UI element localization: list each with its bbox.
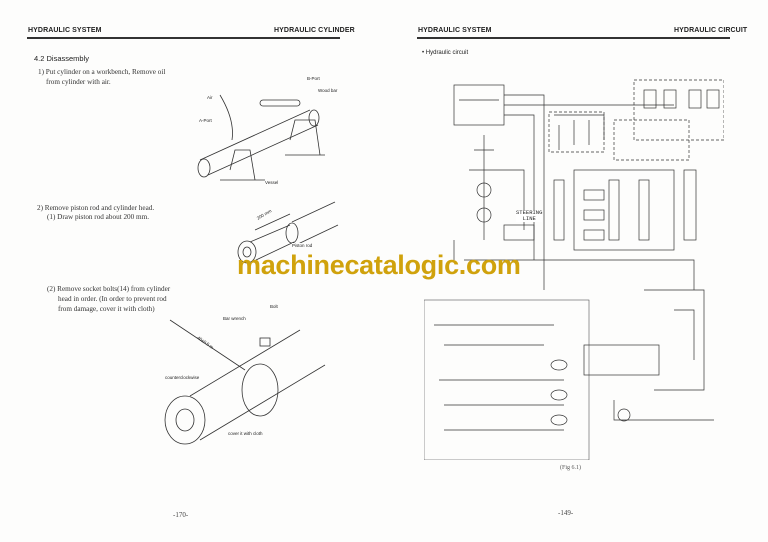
piston-rod-label: Piston rod [292, 243, 313, 248]
section-title: 4.2 Disassembly [34, 54, 90, 63]
step-2-2-line: (2) Remove socket bolts(14) from cylinde… [47, 285, 171, 293]
step-1: 1) Put cylinder on a workbench, Remove o… [38, 67, 165, 87]
page-number: -149- [558, 509, 574, 517]
step-2-2: (2) Remove socket bolts(14) from cylinde… [47, 284, 170, 314]
a-port-label: A-Port [199, 118, 212, 123]
vessel-label: Vessel [265, 180, 279, 185]
piston-rod-figure [237, 201, 339, 264]
steering-line-label: STEERING LINE [516, 209, 543, 222]
figure-caption: (Fig 6.1) [560, 465, 581, 471]
step-2: 2) Remove piston rod and cylinder head. [37, 204, 155, 212]
step-1-line: from cylinder with air. [46, 78, 111, 86]
step-2-2-line: head in order. (In order to prevent rod [58, 295, 167, 303]
counterclockwise-label: counterclockwise [165, 375, 200, 380]
bolt-label: Bolt [270, 304, 278, 309]
header-right: HYDRAULIC CYLINDER [274, 27, 355, 34]
watermark: machinecatalogic.com [237, 250, 521, 280]
socket-bolt-removal-figure [164, 319, 326, 445]
right-page: HYDRAULIC SYSTEM HYDRAULIC CIRCUIT • Hyd… [384, 0, 768, 542]
header-right: HYDRAULIC CIRCUIT [674, 27, 748, 34]
steering-line-text: LINE [522, 215, 536, 222]
steering-line-text: STEERING [516, 209, 543, 216]
left-page: HYDRAULIC SYSTEM HYDRAULIC CYLINDER 4.2 … [27, 27, 355, 519]
header-rule [417, 37, 730, 39]
step-2-1: (1) Draw piston rod about 200 mm. [47, 213, 150, 221]
wood-bar-label: Wood bar [318, 88, 338, 93]
hydraulic-circuit-diagram [424, 79, 724, 460]
section-title: • Hydraulic circuit [422, 50, 469, 56]
header-left: HYDRAULIC SYSTEM [418, 27, 492, 34]
air-label: Air [207, 95, 213, 100]
header-rule [27, 37, 340, 39]
cylinder-on-workbench-figure [197, 94, 325, 181]
b-port-label: B-Port [307, 76, 320, 81]
step-2-2-line: from damage, cover it with cloth) [58, 305, 155, 313]
step-1-line: 1) Put cylinder on a workbench, Remove o… [38, 68, 166, 76]
header-left: HYDRAULIC SYSTEM [28, 27, 102, 34]
page-number: -170- [173, 511, 189, 519]
cover-cloth-label: cover it with cloth [228, 431, 263, 436]
bar-wrench-label: Bar wrench [223, 316, 246, 321]
